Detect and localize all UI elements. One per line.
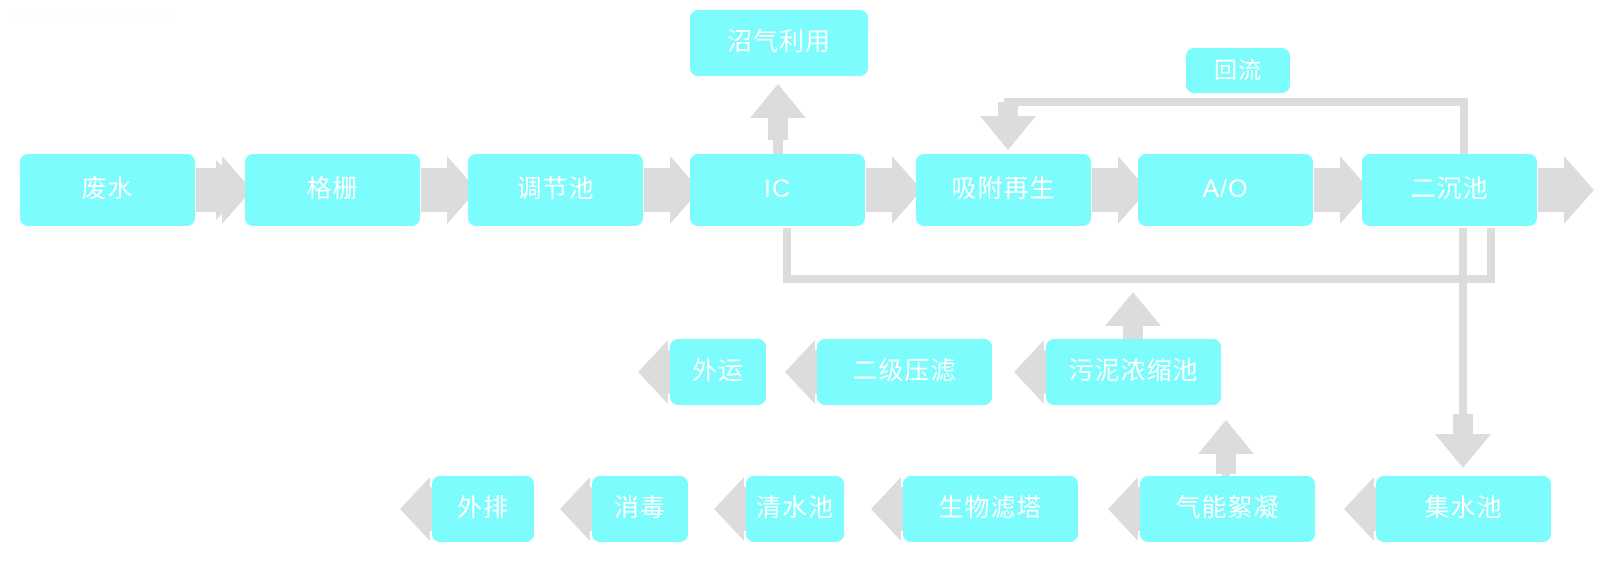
node-label: 回流: [1214, 56, 1262, 83]
arrow-erchenchi-jishuichi: [1435, 228, 1491, 468]
node-wuninongsuochi[interactable]: 污泥浓缩池: [1046, 339, 1221, 405]
node-label: 生物滤塔: [938, 494, 1043, 523]
node-xiaodu[interactable]: 消毒: [592, 476, 688, 542]
node-label: 气能絮凝: [1175, 494, 1280, 523]
node-label: 污泥浓缩池: [1068, 357, 1199, 386]
node-qinengxuning[interactable]: 气能絮凝: [1140, 476, 1315, 542]
node-erjiyalv[interactable]: 二级压滤: [817, 339, 992, 405]
node-shengwulvta[interactable]: 生物滤塔: [903, 476, 1078, 542]
node-label: 清水池: [755, 494, 834, 523]
node-qingshuichi[interactable]: 清水池: [746, 476, 844, 542]
arrow-erchenchi-outlet: [1538, 156, 1594, 224]
node-label: 外运: [691, 357, 744, 386]
node-huiliu[interactable]: 回流: [1186, 48, 1290, 93]
arrow-ic-xifuzaisheng: [866, 156, 922, 224]
node-label: A/O: [1202, 175, 1249, 204]
watermark-text: 污水处理工艺流程图: [14, 9, 177, 26]
node-label: 调节池: [516, 175, 595, 204]
edge-huiliu-return: [980, 98, 1468, 156]
node-label: 二沉池: [1410, 175, 1489, 204]
arrow-ic-zhaoqiliyong: [750, 84, 806, 156]
node-tiaojiechi[interactable]: 调节池: [468, 154, 643, 226]
arrow-feishui-geshan: [196, 156, 252, 224]
node-waipai[interactable]: 外排: [432, 476, 534, 542]
node-label: 格栅: [306, 175, 359, 204]
node-jishuichi[interactable]: 集水池: [1376, 476, 1551, 542]
node-ao[interactable]: A/O: [1138, 154, 1313, 226]
node-waiyun[interactable]: 外运: [670, 339, 766, 405]
node-erchenchi[interactable]: 二沉池: [1362, 154, 1537, 226]
node-xifuzaisheng[interactable]: 吸附再生: [916, 154, 1091, 226]
node-geshan[interactable]: 格栅: [245, 154, 420, 226]
node-ic[interactable]: IC: [690, 154, 865, 226]
arrow-qineng-wunongsuochi: [1198, 420, 1254, 478]
node-label: 消毒: [613, 494, 666, 523]
arrow-wunonongsuochi-sludgeline: [1105, 292, 1161, 344]
node-label: 二级压滤: [852, 357, 957, 386]
node-label: IC: [764, 175, 791, 204]
edge-sludge-return: [783, 228, 1495, 283]
node-label: 外排: [456, 494, 509, 523]
node-label: 废水: [81, 175, 134, 204]
node-label: 集水池: [1424, 494, 1503, 523]
node-label: 沼气利用: [726, 28, 831, 57]
node-zhaoqiliyong[interactable]: 沼气利用: [690, 10, 868, 76]
node-label: 吸附再生: [951, 175, 1056, 204]
node-feishui[interactable]: 废水: [20, 154, 195, 226]
